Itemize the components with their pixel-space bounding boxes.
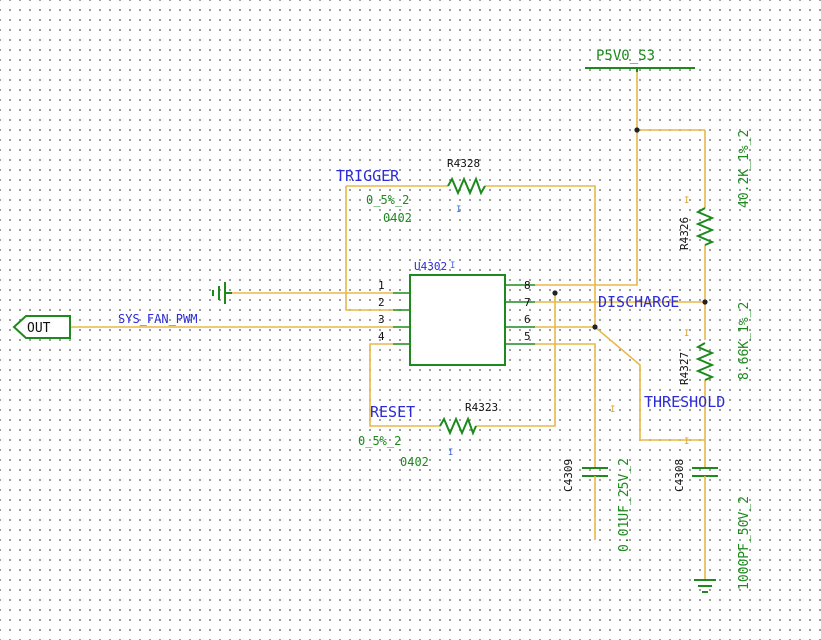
current-marker: I	[456, 205, 461, 215]
ic-pin-number: 6	[524, 313, 531, 326]
current-marker: I	[448, 448, 453, 458]
current-marker: I	[684, 437, 689, 447]
resistor-zigzag	[447, 176, 486, 196]
ic-pin-number: 2	[378, 296, 385, 309]
resistor-ref: R4327	[678, 352, 691, 385]
net-label-sys-fan-pwm[interactable]: SYS_FAN_PWM	[118, 312, 197, 326]
resistor-zigzag	[695, 342, 715, 381]
ic-pin-number: 4	[378, 330, 385, 343]
resistor-value: 0_5%_2	[366, 193, 409, 207]
ic-pin-number: 5	[524, 330, 531, 343]
resistor-ref: R4328	[447, 157, 480, 170]
ic-pin-number: 7	[524, 296, 531, 309]
net-label-threshold[interactable]: THRESHOLD	[644, 393, 725, 411]
ground-symbol-left[interactable]	[212, 282, 232, 304]
wire-pin5	[535, 343, 596, 455]
resistor-package: 0402	[383, 211, 412, 225]
wire-trigger-right	[485, 185, 596, 327]
resistor-value: 8.66K_1%_2	[737, 302, 752, 380]
resistor-ref: R4326	[678, 217, 691, 250]
resistor-r4327[interactable]: R4327 8.66K_1%_2 I	[678, 302, 752, 385]
current-marker: I	[684, 196, 689, 206]
junction-dot	[634, 127, 640, 133]
current-marker: I	[610, 405, 615, 415]
ic-ref: U4302	[414, 260, 447, 273]
resistor-package: 0402	[400, 455, 429, 469]
ic-pin-number: 3	[378, 313, 385, 326]
wire-power-rail	[636, 70, 705, 131]
power-symbol[interactable]: P5V0_S3	[585, 48, 695, 72]
net-label-reset[interactable]: RESET	[370, 403, 415, 421]
resistor-value: 0_5%_2	[358, 434, 401, 448]
resistor-ref: R4323	[465, 401, 498, 414]
capacitor-c4309[interactable]: C4309 0.01UF_25V_2 I	[562, 405, 632, 552]
out-port-shape	[12, 315, 71, 339]
resistor-r4323[interactable]: R4323 0_5%_2 0402 I	[358, 401, 498, 469]
out-port-label: OUT	[27, 321, 51, 336]
junction-dot	[552, 290, 558, 296]
wires	[70, 70, 706, 580]
ic-body	[409, 274, 506, 366]
capacitor-ref: C4308	[673, 459, 686, 492]
capacitor-c4308[interactable]: C4308 1000PF_50V_2 I	[673, 437, 752, 590]
wire-reset-right	[476, 293, 556, 427]
net-label-discharge[interactable]: DISCHARGE	[598, 293, 679, 311]
ground-symbol-bottom[interactable]	[694, 579, 716, 593]
wire-reset-left	[369, 343, 440, 427]
resistor-value: 40.2K_1%_2	[737, 130, 752, 208]
ic-pin-number: 1	[378, 279, 385, 292]
wire-trigger-left	[345, 186, 393, 311]
current-marker: I	[684, 329, 689, 339]
power-label: P5V0_S3	[596, 48, 655, 64]
capacitor-value: 0.01UF_25V_2	[617, 458, 632, 552]
resistor-zigzag	[695, 207, 715, 246]
current-marker: I	[450, 261, 455, 271]
resistor-r4326[interactable]: R4326 40.2K_1%_2 I	[678, 130, 752, 250]
capacitor-value: 1000PF_50V_2	[737, 496, 752, 590]
ic-u4302[interactable]: 1 2 3 4 8 7 6 5 U4302 I	[378, 260, 535, 366]
resistor-r4328[interactable]: R4328 0_5%_2 0402 I	[366, 157, 486, 225]
wire-pin8	[535, 130, 638, 286]
wire-threshold	[535, 326, 705, 441]
out-port[interactable]: OUT	[12, 315, 71, 339]
net-label-trigger[interactable]: TRIGGER	[336, 167, 400, 185]
junction-dot	[592, 324, 598, 330]
ic-pin-number: 8	[524, 279, 531, 292]
resistor-zigzag	[439, 416, 477, 436]
capacitor-ref: C4309	[562, 459, 575, 492]
junction-dot	[702, 299, 708, 305]
